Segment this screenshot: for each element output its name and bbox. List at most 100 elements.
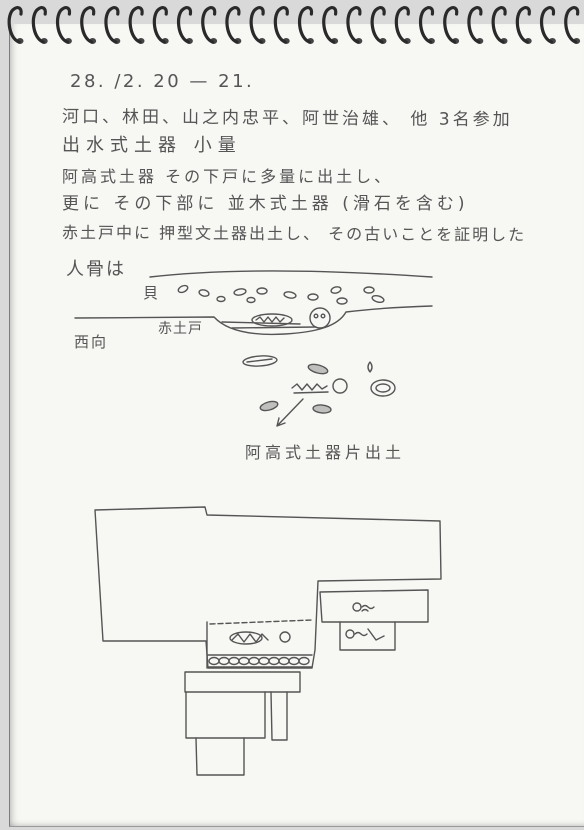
spiral-ring [201, 6, 218, 44]
spiral-ring [80, 6, 97, 44]
spiral-ring [104, 6, 121, 44]
sherd [259, 400, 279, 412]
shell [288, 656, 300, 666]
section-baseline [74, 305, 433, 336]
spiral-wire [104, 6, 120, 44]
spiral-ring [297, 6, 314, 44]
shell [336, 297, 348, 305]
spiral-ring [249, 6, 266, 44]
spiral-wire [297, 6, 314, 44]
date-line: 28. /2. 20 — 21. [70, 71, 255, 92]
spiral-ring [55, 6, 72, 44]
bone-zigzag [231, 633, 269, 643]
note-line: 出水式土器 小量 [62, 135, 242, 156]
spiral-ring [128, 6, 145, 44]
spiral-wire [176, 6, 193, 44]
spiral-wire [152, 6, 168, 44]
shell [283, 291, 297, 299]
spiral-wire [80, 6, 96, 44]
skull-eye [313, 313, 319, 319]
spiral-ring [273, 6, 290, 44]
sherd-scatter-sketch: 阿高式土器片出土 [242, 355, 401, 462]
shell [246, 296, 256, 304]
find-squiggle [354, 628, 385, 641]
lower-box [185, 691, 266, 739]
right-small-box [339, 621, 396, 651]
shell [238, 656, 250, 666]
plan-outline [94, 506, 442, 669]
spiral-ring [418, 6, 435, 44]
sherd-inner-line [246, 358, 273, 363]
spiral-wire [322, 6, 338, 44]
spiral-wire [443, 6, 459, 44]
arrow [276, 398, 304, 427]
burial-profile-sketch: 貝 赤土戸 西向 [74, 270, 433, 351]
spiral-wire [394, 6, 410, 44]
bone-cluster [291, 383, 329, 394]
sherd [367, 361, 373, 373]
spiral-ring [394, 6, 411, 44]
spiral-ring [491, 6, 508, 44]
note-line: 阿高式土器 その下戸に多量に出土し、 [62, 167, 394, 186]
lower-box [184, 671, 301, 693]
shell [177, 284, 189, 294]
spiral-ring [7, 6, 24, 44]
skull [279, 631, 291, 643]
shell [298, 656, 310, 666]
spiral-wire [515, 6, 531, 44]
shell [330, 286, 342, 294]
spiral-wire [55, 6, 72, 44]
shell-row [208, 656, 310, 666]
spiral-ring [346, 6, 363, 44]
spiral-ring [515, 6, 532, 44]
pit-fill-lines [221, 321, 317, 329]
sherd [370, 379, 396, 397]
trench-dashed-line [209, 619, 313, 625]
shell [258, 656, 270, 666]
skull [332, 378, 348, 394]
shell-label: 貝 [143, 284, 158, 302]
notebook-page [9, 24, 584, 827]
shell [371, 295, 385, 303]
spiral-wire [467, 6, 483, 44]
spiral-ring [176, 6, 193, 44]
shell [198, 289, 210, 297]
shell [278, 656, 290, 666]
spiral-ring [564, 6, 581, 44]
site-plan-sketch [94, 506, 442, 776]
spiral-wire [491, 6, 507, 44]
lower-box [270, 691, 288, 741]
shell [216, 295, 226, 303]
shell [256, 287, 268, 295]
spiral-ring [370, 6, 387, 44]
shell [208, 656, 220, 666]
right-trench-box [319, 589, 429, 623]
red-soil-label: 赤土戸 [158, 321, 203, 337]
sherd-inner [375, 383, 391, 393]
burial-bones [251, 313, 293, 327]
shell [248, 656, 260, 666]
lower-box [195, 737, 245, 776]
spiral-ring [467, 6, 484, 44]
spiral-ring [443, 6, 460, 44]
spiral-wire [346, 6, 362, 44]
burial-bones [229, 631, 263, 645]
spiral-wire [225, 6, 241, 44]
spiral-wire [370, 6, 386, 44]
spiral-wire [249, 6, 265, 44]
bone-zigzag [255, 316, 285, 323]
skull-eye [320, 313, 326, 319]
find-marker [352, 602, 362, 612]
sherd [242, 355, 278, 367]
shell [218, 656, 230, 666]
shell [307, 293, 319, 301]
spiral-binding [7, 6, 581, 44]
spiral-ring [322, 6, 339, 44]
spiral-ring [225, 6, 242, 44]
spiral-wire [7, 6, 23, 44]
shell [228, 656, 240, 666]
ground-surface-line [149, 270, 433, 278]
spiral-ring [539, 6, 556, 44]
spiral-wire [564, 6, 580, 44]
